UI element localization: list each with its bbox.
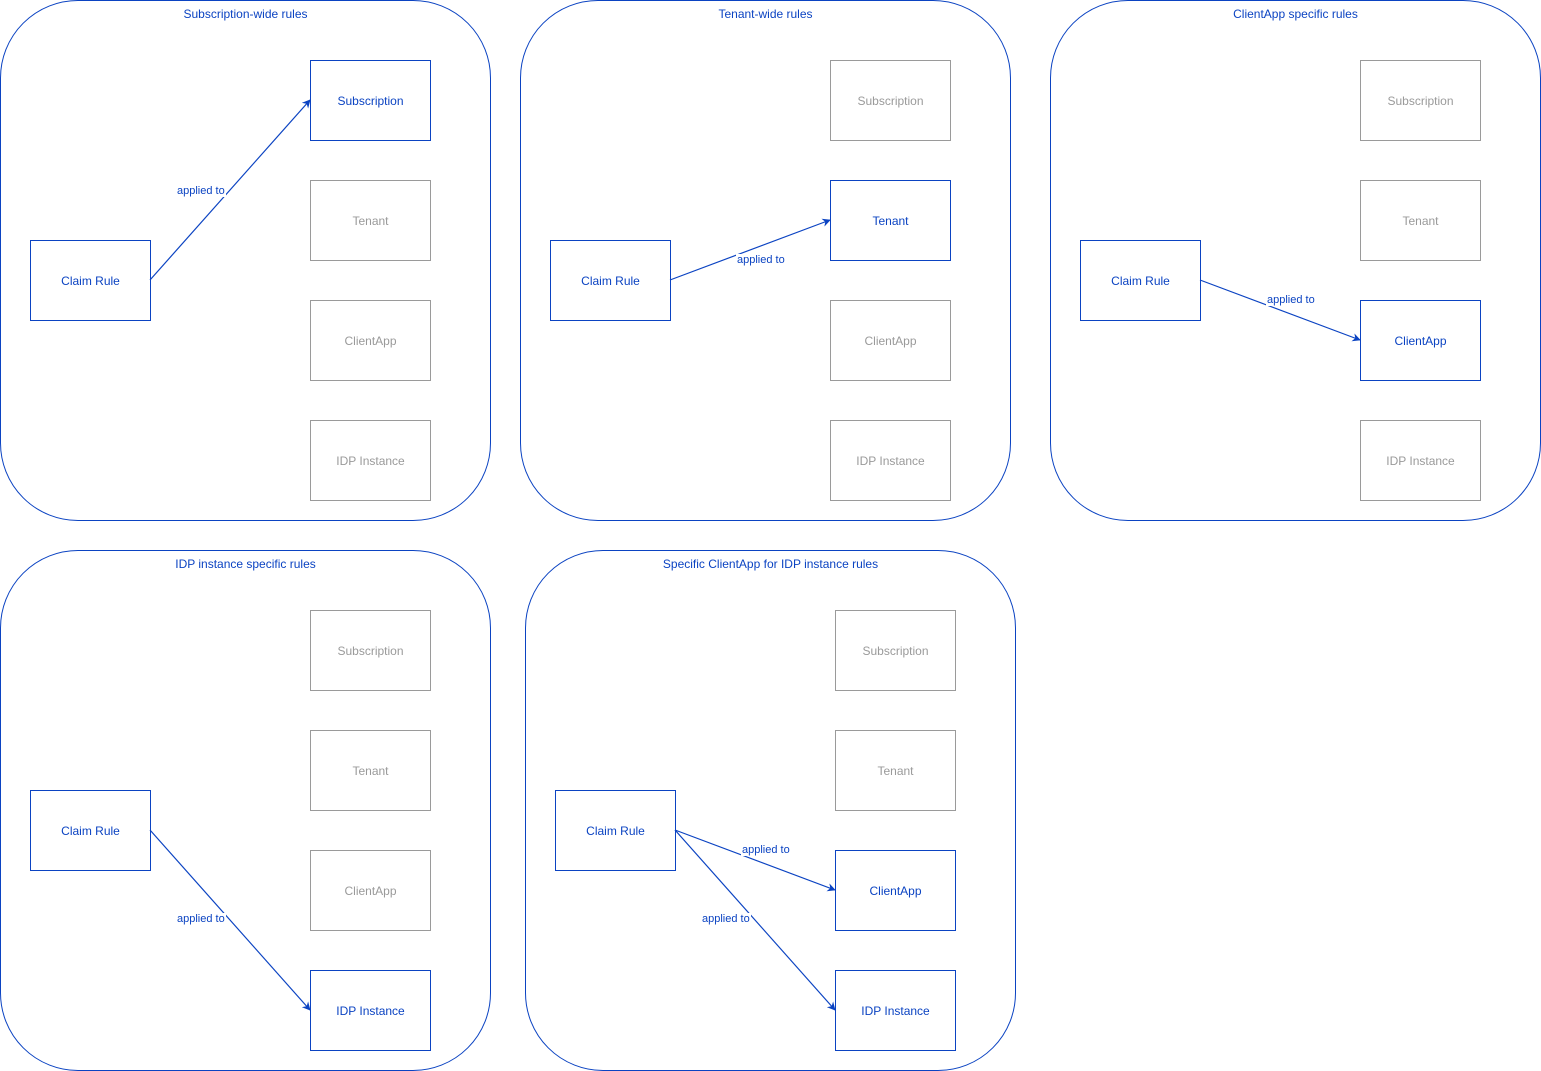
- panel-tenant-wide: Tenant-wide rules: [520, 0, 1011, 521]
- tenant-node[interactable]: Tenant: [830, 180, 951, 261]
- tenant-node[interactable]: Tenant: [1360, 180, 1481, 261]
- subscription-node[interactable]: Subscription: [830, 60, 951, 141]
- edge-label: applied to: [741, 844, 791, 856]
- claim-rule-node[interactable]: Claim Rule: [555, 790, 676, 871]
- idp-instance-node[interactable]: IDP Instance: [1360, 420, 1481, 501]
- tenant-node[interactable]: Tenant: [835, 730, 956, 811]
- claim-rule-node[interactable]: Claim Rule: [30, 790, 151, 871]
- tenant-node[interactable]: Tenant: [310, 730, 431, 811]
- panel-title: Specific ClientApp for IDP instance rule…: [662, 557, 879, 571]
- subscription-node[interactable]: Subscription: [835, 610, 956, 691]
- edge-label: applied to: [176, 913, 226, 925]
- panel-title: Tenant-wide rules: [718, 7, 813, 21]
- clientapp-node[interactable]: ClientApp: [1360, 300, 1481, 381]
- claim-rule-node[interactable]: Claim Rule: [1080, 240, 1201, 321]
- edge-label: applied to: [701, 913, 751, 925]
- clientapp-node[interactable]: ClientApp: [310, 300, 431, 381]
- subscription-node[interactable]: Subscription: [310, 60, 431, 141]
- claim-rule-node[interactable]: Claim Rule: [550, 240, 671, 321]
- subscription-node[interactable]: Subscription: [310, 610, 431, 691]
- panel-title: Subscription-wide rules: [183, 7, 308, 21]
- panel-title: ClientApp specific rules: [1233, 7, 1358, 21]
- panel-subscription-wide: Subscription-wide rules: [0, 0, 491, 521]
- clientapp-node[interactable]: ClientApp: [310, 850, 431, 931]
- idp-instance-node[interactable]: IDP Instance: [310, 420, 431, 501]
- edge-label: applied to: [736, 254, 786, 266]
- idp-instance-node[interactable]: IDP Instance: [835, 970, 956, 1051]
- idp-instance-node[interactable]: IDP Instance: [830, 420, 951, 501]
- panel-title: IDP instance specific rules: [175, 557, 316, 571]
- subscription-node[interactable]: Subscription: [1360, 60, 1481, 141]
- clientapp-node[interactable]: ClientApp: [835, 850, 956, 931]
- edge-label: applied to: [176, 185, 226, 197]
- clientapp-node[interactable]: ClientApp: [830, 300, 951, 381]
- claim-rule-node[interactable]: Claim Rule: [30, 240, 151, 321]
- edge-label: applied to: [1266, 294, 1316, 306]
- tenant-node[interactable]: Tenant: [310, 180, 431, 261]
- idp-instance-node[interactable]: IDP Instance: [310, 970, 431, 1051]
